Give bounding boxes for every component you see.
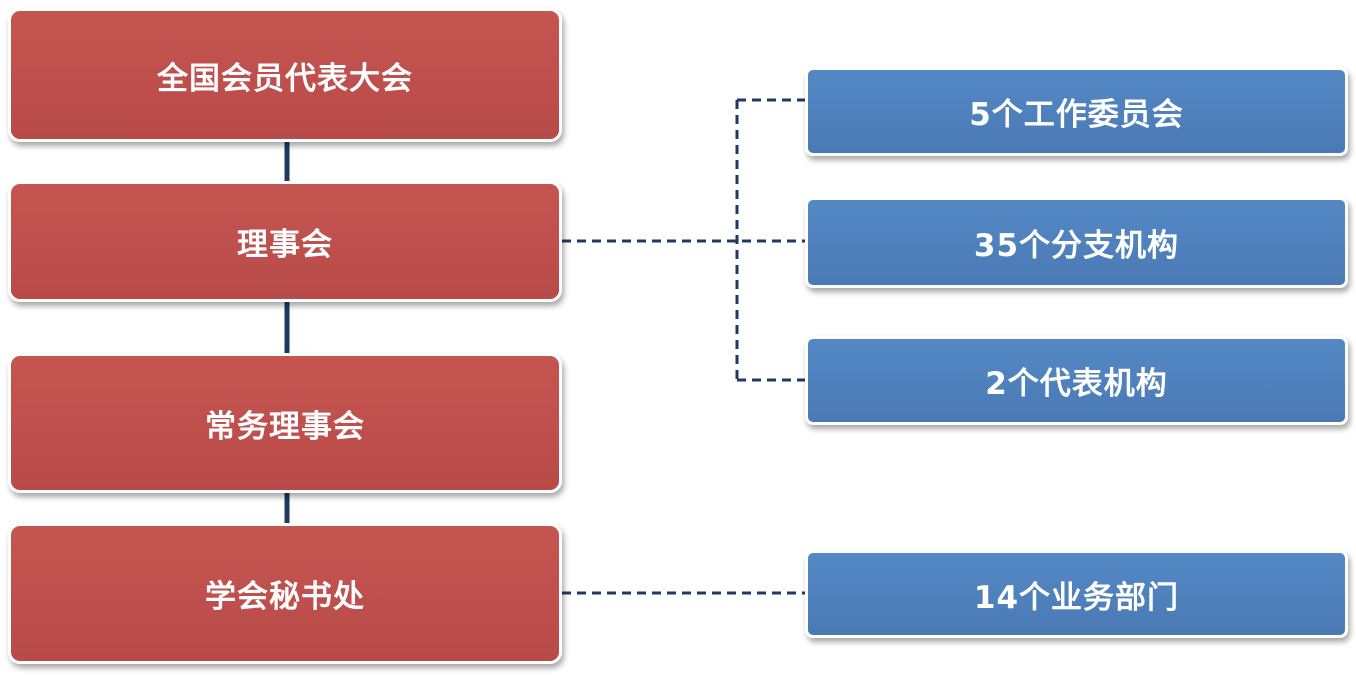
node-working-committees: 5个工作委员会 — [805, 67, 1348, 156]
node-representative-offices: 2个代表机构 — [805, 336, 1348, 425]
node-label: 全国会员代表大会 — [157, 60, 413, 97]
node-national-assembly: 全国会员代表大会 — [8, 8, 562, 142]
node-business-departments: 14个业务部门 — [805, 550, 1348, 638]
node-label: 2个代表机构 — [985, 366, 1168, 402]
node-standing-council: 常务理事会 — [8, 353, 562, 493]
node-label: 5个工作委员会 — [969, 97, 1184, 133]
node-branches: 35个分支机构 — [805, 197, 1348, 288]
node-label: 14个业务部门 — [973, 579, 1180, 616]
node-secretariat: 学会秘书处 — [8, 523, 562, 664]
node-label: 学会秘书处 — [205, 579, 365, 615]
node-label: 理事会 — [237, 227, 333, 263]
node-label: 35个分支机构 — [973, 228, 1180, 264]
node-council: 理事会 — [8, 181, 562, 302]
node-label: 常务理事会 — [205, 408, 365, 445]
